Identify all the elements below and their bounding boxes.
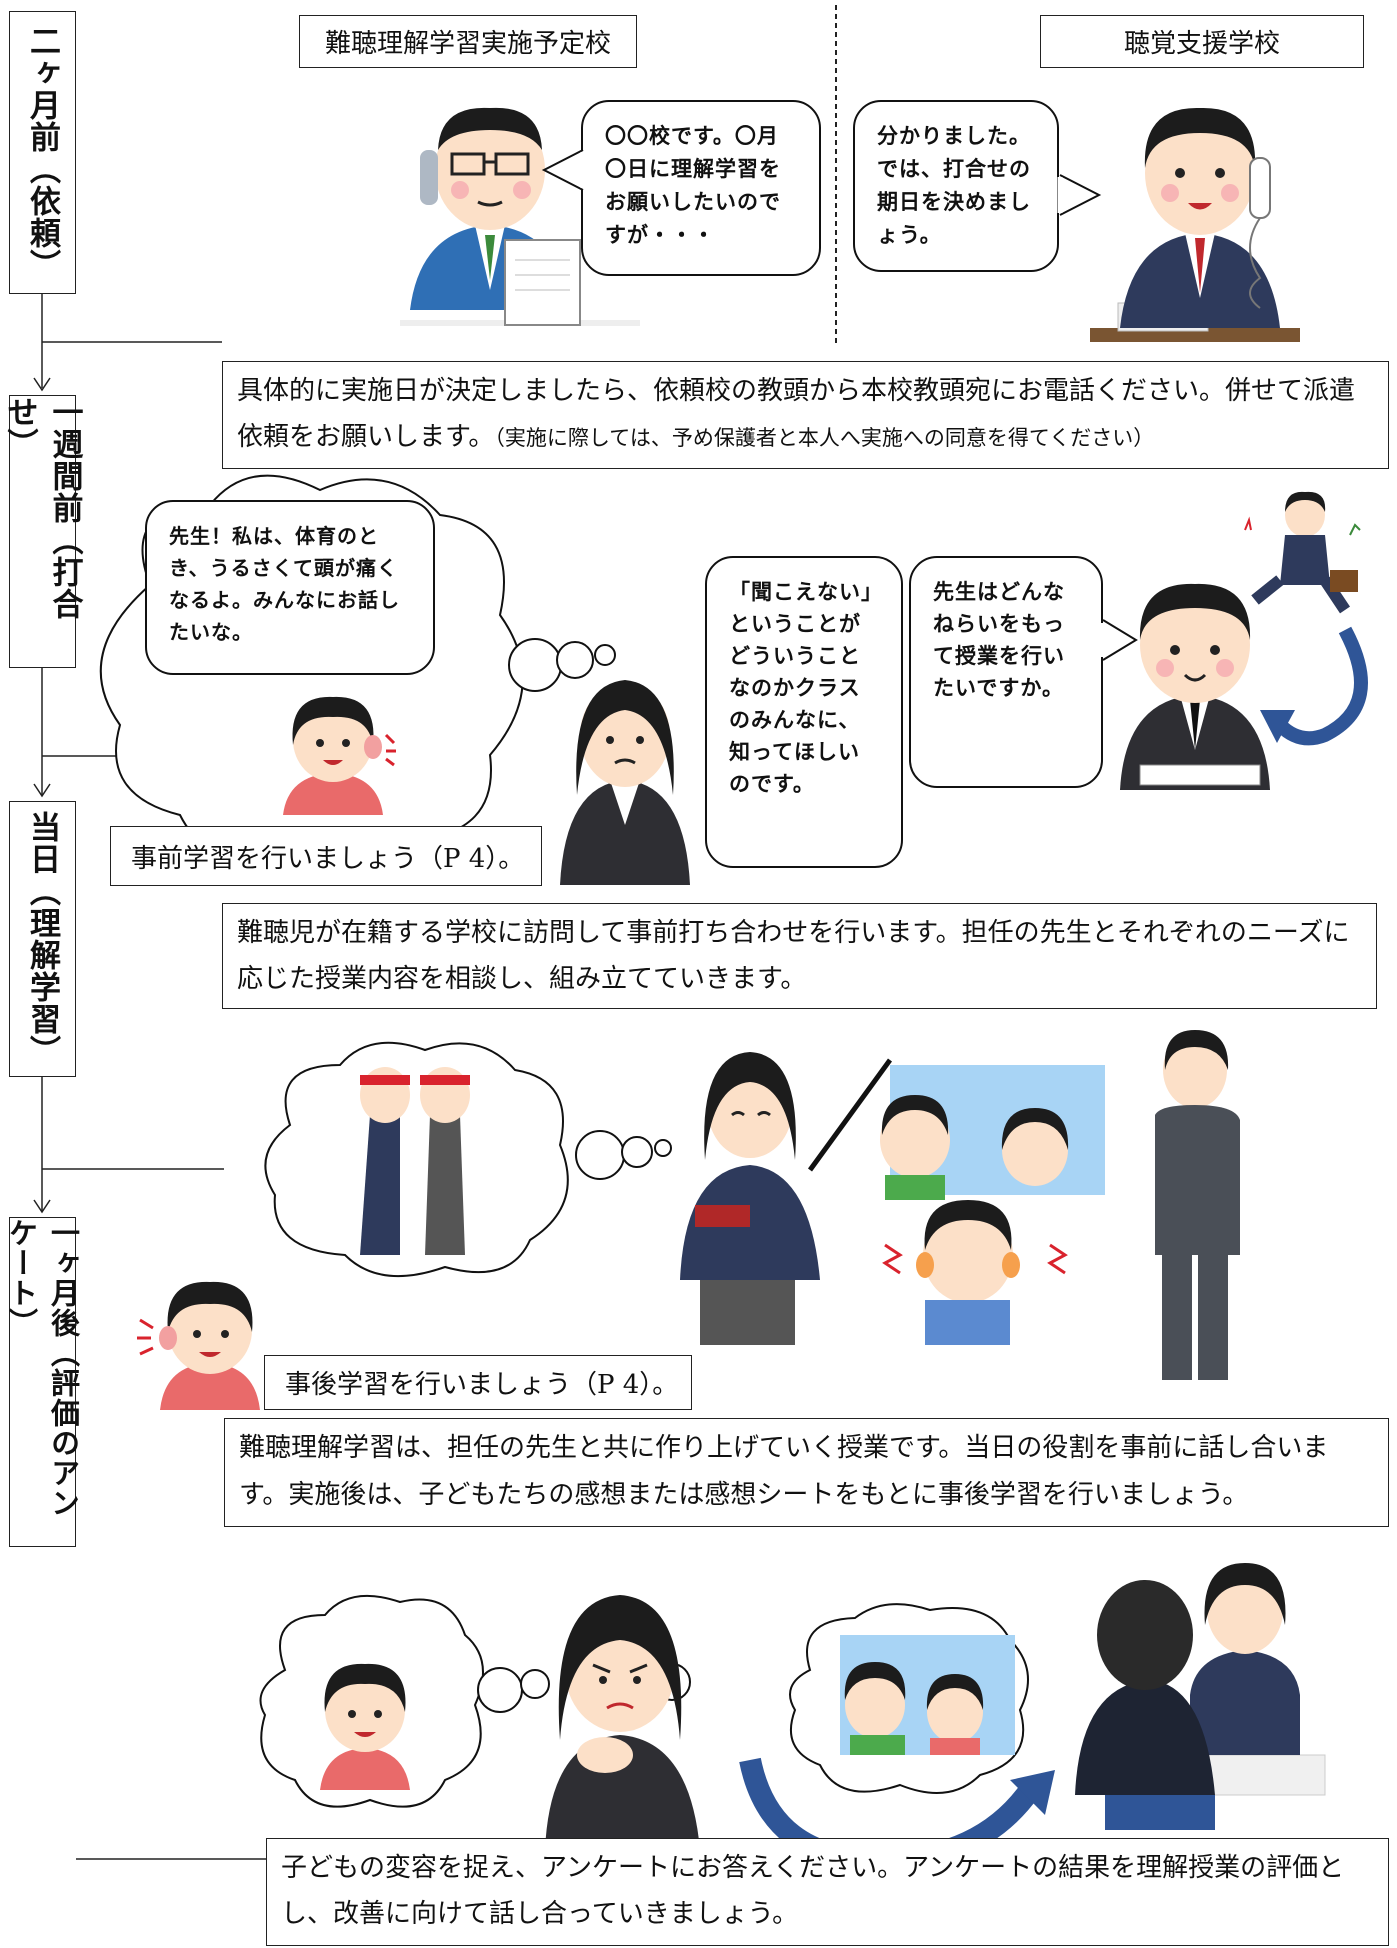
note-survey: 子どもの変容を捉え、アンケートにお答えください。アンケートの結果を理解授業の評価… xyxy=(266,1838,1389,1946)
running-man-illustration xyxy=(1244,491,1361,614)
speech-bubble-child: 先生！私は、体育のとき、うるさくて頭が痛くなるよ。みんなにお話したいな。 xyxy=(145,500,435,675)
stage-label: 当日（理解学習） xyxy=(24,811,60,1067)
man-with-phone-illustration xyxy=(1090,107,1300,342)
bubble-tail xyxy=(541,149,586,191)
thought-cloud-students xyxy=(264,1041,569,1278)
label-text: 事後学習を行いましょう（P 4）。 xyxy=(285,1370,679,1400)
note-day-learning: 難聴理解学習は、担任の先生と共に作り上げていく授業です。当日の役割を事前に話し合… xyxy=(224,1418,1389,1527)
stage-label: 一週間前（打合せ） xyxy=(1,396,83,620)
header-request-school: 難聴理解学習実施予定校 xyxy=(299,15,637,68)
stage-label: 一ヶ月後（評価のアンケート） xyxy=(4,1218,81,1518)
bubble-tail xyxy=(1057,174,1102,216)
thought-cloud-students xyxy=(789,1603,1029,1794)
female-teacher-thinking-illustration xyxy=(545,1595,700,1850)
meeting-illustration xyxy=(1075,1563,1326,1830)
bubble-text: 先生！私は、体育のとき、うるさくて頭が痛くなるよ。みんなにお話したいな。 xyxy=(169,524,400,644)
note-small-text: （実施に際しては、予め保護者と本人へ実施への同意を得てください） xyxy=(494,426,1155,450)
stage-box-two-months: 二ヶ月前（依頼） xyxy=(9,11,76,294)
speech-bubble-homeroom-teacher: 「聞こえない」ということがどういうことなのかクラスのみんなに、知ってほしいのです… xyxy=(705,556,903,868)
female-teacher-pointer-illustration xyxy=(680,1052,893,1345)
male-teacher-writing-illustration xyxy=(1120,583,1270,790)
speech-bubble-visiting-teacher: 先生はどんなねらいをもって授業を行いたいですか。 xyxy=(909,556,1103,788)
stage-label: 二ヶ月前（依頼） xyxy=(24,24,60,281)
thought-bubbles-small xyxy=(575,1130,672,1180)
label-text: 事前学習を行いましょう（P 4）。 xyxy=(131,843,525,874)
label-post-learning: 事後学習を行いましょう（P 4）。 xyxy=(264,1355,692,1410)
note-text: 難聴理解学習は、担任の先生と共に作り上げていく授業です。当日の役割を事前に話し合… xyxy=(239,1433,1329,1510)
stage-box-one-week: 一週間前（打合せ） xyxy=(2,395,83,668)
classroom-students-illustration xyxy=(880,1065,1105,1345)
note-pre-meeting: 難聴児が在籍する学校に訪問して事前打ち合わせを行います。担任の先生とそれぞれのニ… xyxy=(222,903,1377,1009)
speech-bubble-request: 〇〇校です。〇月〇日に理解学習をお願いしたいのですが・・・ xyxy=(581,100,821,276)
thought-cloud-girl xyxy=(259,1594,484,1808)
thought-bubbles-small xyxy=(508,638,616,692)
stage-box-day: 当日（理解学習） xyxy=(9,801,76,1077)
girl-hearing-aid-illustration xyxy=(137,1281,260,1410)
note-request-procedure: 具体的に実施日が決定しましたら、依頼校の教頭から本校教頭宛にお電話ください。併せ… xyxy=(222,361,1389,469)
note-text: 子どもの変容を捉え、アンケートにお答えください。アンケートの結果を理解授業の評価… xyxy=(281,1853,1345,1929)
speech-bubble-support: 分かりました。では、打合せの期日を決めましょう。 xyxy=(853,100,1059,272)
stage-box-one-month-after: 一ヶ月後（評価のアンケート） xyxy=(5,1217,81,1547)
header-text: 聴覚支援学校 xyxy=(1123,29,1280,59)
man-on-phone-illustration xyxy=(400,107,640,326)
girl-hearing-aid-illustration xyxy=(283,696,396,815)
bubble-text: 〇〇校です。〇月〇日に理解学習をお願いしたいのですが・・・ xyxy=(605,124,781,247)
female-teacher-worried-illustration xyxy=(560,680,690,885)
curved-arrow xyxy=(1260,626,1368,746)
header-support-school: 聴覚支援学校 xyxy=(1040,15,1364,68)
note-text: 具体的に実施日が決定しましたら、依頼校の教頭から本校教頭宛にお電話ください。併せ… xyxy=(237,376,1356,452)
bubble-text: 「聞こえない」ということがどういうことなのかクラスのみんなに、知ってほしいのです… xyxy=(729,580,873,796)
bubble-text: 先生はどんなねらいをもって授業を行いたいですか。 xyxy=(933,580,1065,700)
note-text: 難聴児が在籍する学校に訪問して事前打ち合わせを行います。担任の先生とそれぞれのニ… xyxy=(237,918,1350,994)
bubble-text: 分かりました。では、打合せの期日を決めましょう。 xyxy=(877,124,1031,247)
label-pre-learning: 事前学習を行いましょう（P 4）。 xyxy=(110,826,542,886)
standing-man-illustration xyxy=(1155,1030,1240,1380)
header-text: 難聴理解学習実施予定校 xyxy=(324,29,611,59)
bubble-tail xyxy=(1100,619,1138,661)
